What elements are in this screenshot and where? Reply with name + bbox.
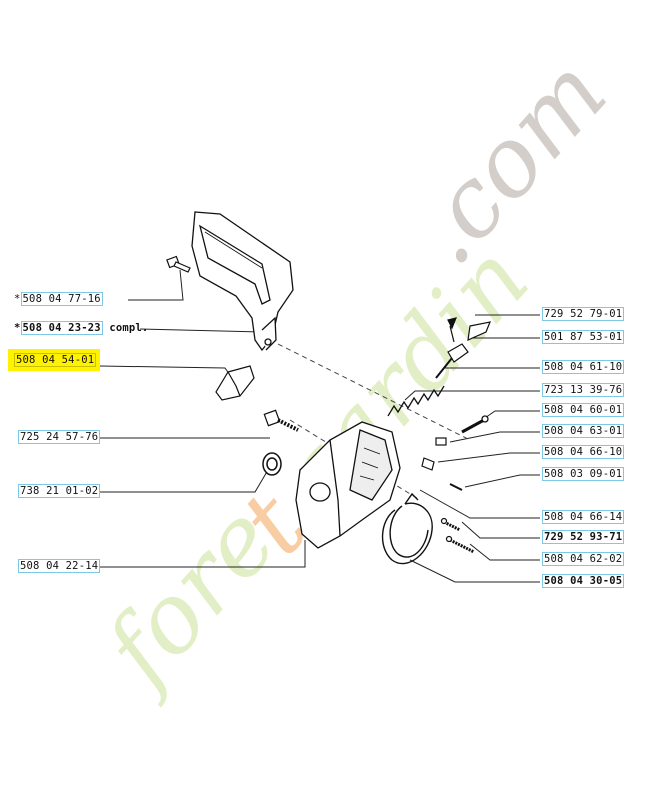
part-number: 725 24 57-76 (18, 430, 101, 444)
seal-ring-part (262, 452, 282, 476)
part-number: 508 03 09-01 (542, 467, 625, 481)
part-label-508-04-63-01[interactable]: 508 04 63-01 (542, 424, 625, 438)
label-prefix: * (14, 322, 21, 334)
part-number: 501 87 53-01 (542, 330, 625, 344)
part-label-508-03-09-01[interactable]: 508 03 09-01 (542, 467, 625, 481)
part-label-729-52-79-01[interactable]: 729 52 79-01 (542, 307, 625, 321)
part-number: 508 04 23-23 (20, 321, 103, 335)
label-prefix: * (14, 293, 21, 305)
part-label-725-24-57-76[interactable]: 725 24 57-76 (18, 430, 101, 444)
part-label-501-87-53-01[interactable]: 501 87 53-01 (542, 330, 625, 344)
long-pin-part (461, 415, 489, 434)
part-label-738-21-01-02[interactable]: 738 21 01-02 (18, 484, 101, 498)
part-label-723-13-39-76[interactable]: 723 13 39-76 (542, 383, 625, 397)
svg-text:.com: .com (389, 37, 628, 285)
bolt-part (263, 409, 299, 432)
part-number: 508 04 66-10 (542, 445, 625, 459)
part-label-508-04-66-14[interactable]: 508 04 66-14 (542, 510, 625, 524)
part-label-508-04-61-10[interactable]: 508 04 61-10 (542, 360, 625, 374)
part-label-508-04-77-16[interactable]: *508 04 77-16 (14, 292, 103, 306)
part-number: 723 13 39-76 (542, 383, 625, 397)
part-number: 508 04 77-16 (20, 292, 103, 306)
part-label-729-52-93-71[interactable]: 729 52 93-71 (542, 530, 625, 544)
part-number: 508 04 66-14 (542, 510, 625, 524)
part-label-508-04-23-23[interactable]: *508 04 23-23 compl. (14, 321, 149, 335)
part-label-508-04-30-05[interactable]: 508 04 30-05 (542, 574, 625, 588)
housing-part (295, 421, 401, 549)
brake-band-part (381, 492, 433, 565)
spring-part (387, 385, 445, 417)
small-parts (421, 437, 463, 491)
part-number: 508 04 30-05 (542, 574, 625, 588)
part-number: 729 52 79-01 (542, 307, 625, 321)
part-number: 729 52 93-71 (542, 530, 625, 544)
part-number: 738 21 01-02 (18, 484, 101, 498)
chain-brake-handle (191, 211, 294, 352)
part-number: 508 04 22-14 (18, 559, 101, 573)
screw-set (440, 517, 475, 554)
part-label-508-04-66-10[interactable]: 508 04 66-10 (542, 445, 625, 459)
part-number: 508 04 54-01 (14, 353, 97, 367)
part-number: 508 04 60-01 (542, 403, 625, 417)
part-number: 508 04 63-01 (542, 424, 625, 438)
part-label-508-04-60-01[interactable]: 508 04 60-01 (542, 403, 625, 417)
lever-pin-part (435, 317, 491, 379)
part-number: 508 04 61-10 (542, 360, 625, 374)
screw-part (166, 255, 191, 273)
part-label-508-04-22-14[interactable]: 508 04 22-14 (18, 559, 101, 573)
part-number: 508 04 62-02 (542, 552, 625, 566)
part-label-508-04-62-02[interactable]: 508 04 62-02 (542, 552, 625, 566)
label-suffix: compl. (102, 322, 149, 334)
wedge-part (215, 365, 255, 401)
part-label-508-04-54-01[interactable]: 508 04 54-01 (14, 353, 97, 367)
